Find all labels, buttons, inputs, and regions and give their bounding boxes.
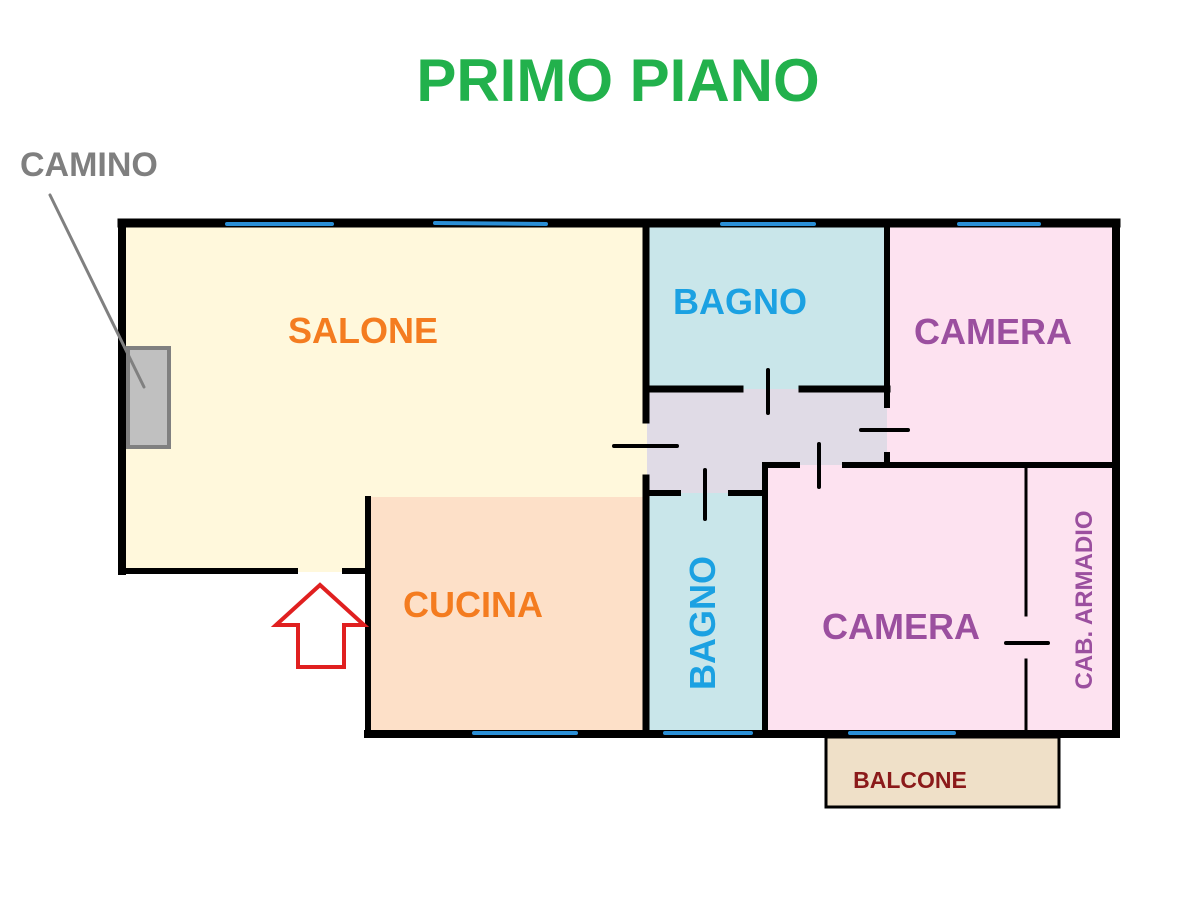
room-cucina bbox=[368, 497, 646, 734]
fireplace-pointer-line bbox=[48, 193, 146, 389]
entrance-arrow-icon bbox=[270, 582, 370, 669]
label-balcone: BALCONE bbox=[853, 767, 967, 793]
fireplace bbox=[126, 346, 171, 449]
label-salone: SALONE bbox=[288, 310, 438, 351]
room-camera-bottom bbox=[765, 465, 1116, 734]
label-bagno-bottom: BAGNO bbox=[682, 556, 723, 690]
label-bagno-top: BAGNO bbox=[673, 281, 807, 322]
fireplace-label: CAMINO bbox=[20, 146, 158, 184]
room-bagno-bottom bbox=[647, 493, 765, 734]
room-bagno-top bbox=[647, 224, 887, 389]
windows bbox=[225, 221, 1041, 735]
doors bbox=[612, 368, 1050, 645]
floor-title: PRIMO PIANO bbox=[416, 47, 819, 114]
walls bbox=[117, 218, 1121, 738]
room-camera-top bbox=[887, 224, 1116, 465]
label-camera-top: CAMERA bbox=[914, 311, 1072, 352]
label-camera-bottom: CAMERA bbox=[822, 606, 980, 647]
label-cab-armadio: CAB. ARMADIO bbox=[1071, 510, 1098, 689]
label-cucina: CUCINA bbox=[403, 584, 543, 625]
